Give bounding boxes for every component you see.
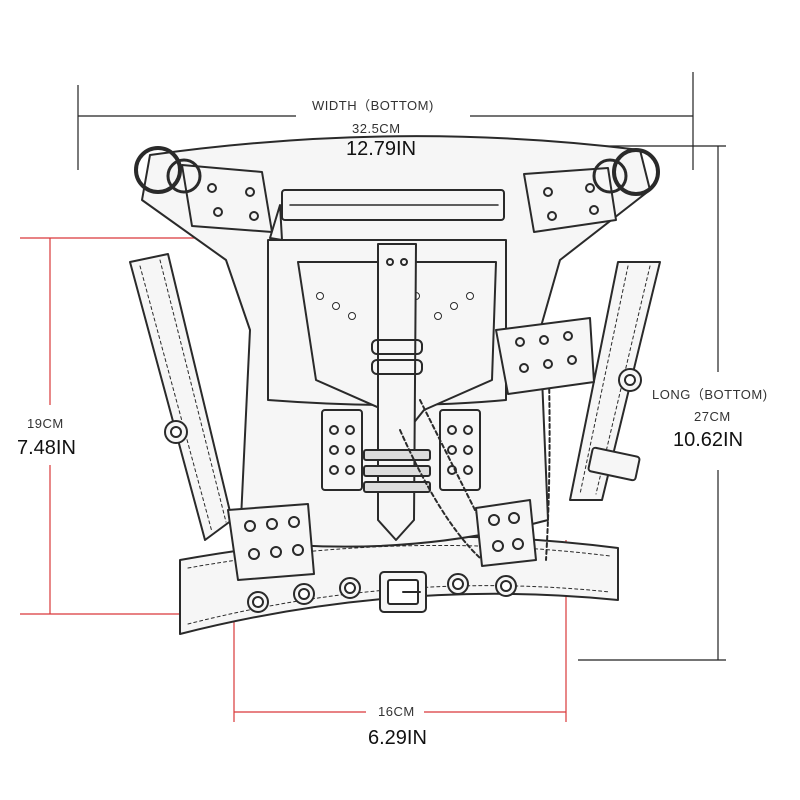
right-strap-keeper [587,446,641,482]
height-cm-label: 19CM [27,416,64,431]
long-in-label: 10.62IN [673,429,744,451]
bag-illustration [129,135,661,635]
right-belt-tab [475,499,537,567]
left-shoulder-strap [129,253,233,541]
width-dimension-line [77,72,694,170]
rivet-tag [495,317,595,395]
right-d-ring [612,148,660,196]
width-in-label: 12.79IN [346,138,417,160]
side-rivet-panel-left [321,409,363,491]
width-cm-label: 32.5CM [352,121,401,136]
belt-eyelets [247,573,517,613]
bottom-in-label: 6.29IN [368,727,427,749]
left-d-ring [134,146,182,194]
flap-strap [377,243,417,541]
right-top-tab [523,167,617,233]
long-cm-label: 27CM [694,409,731,424]
left-top-tab [181,164,273,233]
width-title-label: WIDTH（BOTTOM) [312,98,434,113]
height-in-label: 7.48IN [17,437,76,459]
right-shoulder-strap [569,261,661,501]
long-title-label: LONG（BOTTOM) [652,387,768,402]
bottom-cm-label: 16CM [378,704,415,719]
left-belt-tab [227,503,315,581]
